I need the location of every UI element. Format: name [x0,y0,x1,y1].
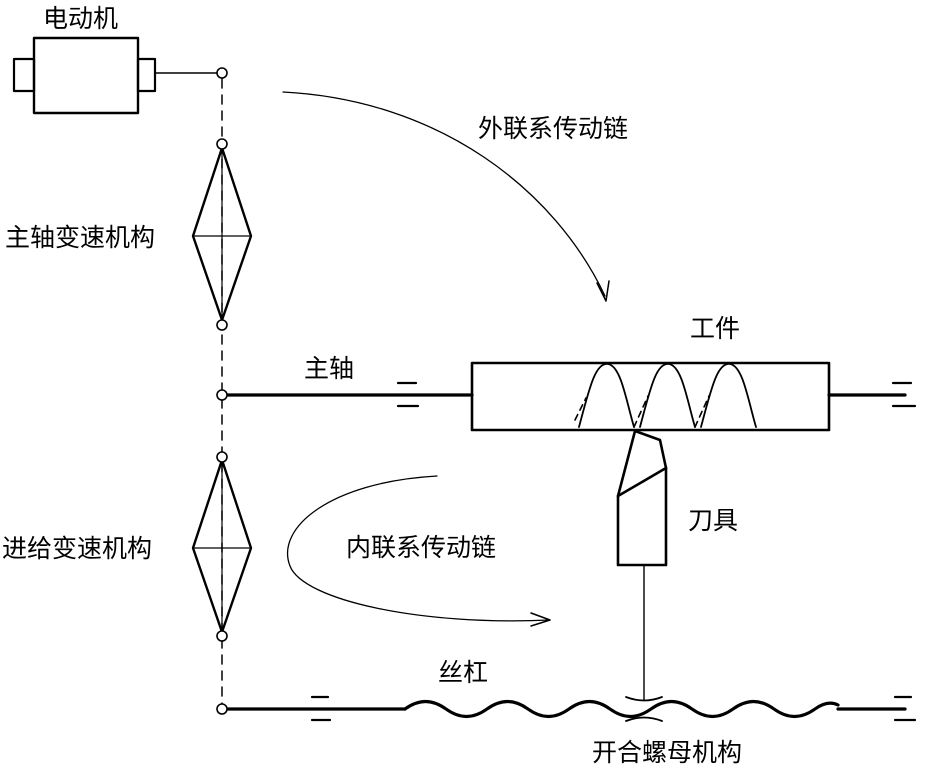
feed-gearbox-label: 进给变速机构 [2,534,153,563]
motor-label: 电动机 [43,4,119,33]
cutting-tool [616,429,668,701]
motor-icon [12,36,219,115]
spindle-label: 主轴 [304,354,355,383]
internal-chain-arrow [287,475,551,627]
node-motor [216,67,228,79]
node-feed-gearbox-top [216,451,228,463]
node-spindle-gearbox-top [216,138,228,150]
node-leadscrew [216,703,228,715]
external-chain-arrow [282,91,610,302]
internal-chain-label: 内联系传动链 [346,533,497,562]
workpiece-label: 工件 [690,314,741,343]
half-nut-symbol [625,696,663,722]
node-feed-gearbox-bottom [216,630,228,642]
chain-nodes [216,67,228,715]
node-spindle [216,389,228,401]
leadscrew-bearing-right [893,695,917,722]
lead-screw [225,699,907,719]
workpiece [470,361,831,432]
feed-gearbox-symbol [191,458,253,634]
leadscrew-bearing-left [310,695,332,722]
external-chain-label: 外联系传动链 [478,114,629,143]
half-nut-label: 开合螺母机构 [592,738,743,767]
spindle-bearing-right [891,381,917,408]
tool-label: 刀具 [688,506,739,535]
spindle-gearbox-label: 主轴变速机构 [5,223,156,252]
spindle-bearing-left [396,381,420,408]
lead-screw-label: 丝杠 [438,658,489,687]
node-spindle-gearbox-bottom [216,319,228,331]
spindle-gearbox-symbol [191,146,253,322]
